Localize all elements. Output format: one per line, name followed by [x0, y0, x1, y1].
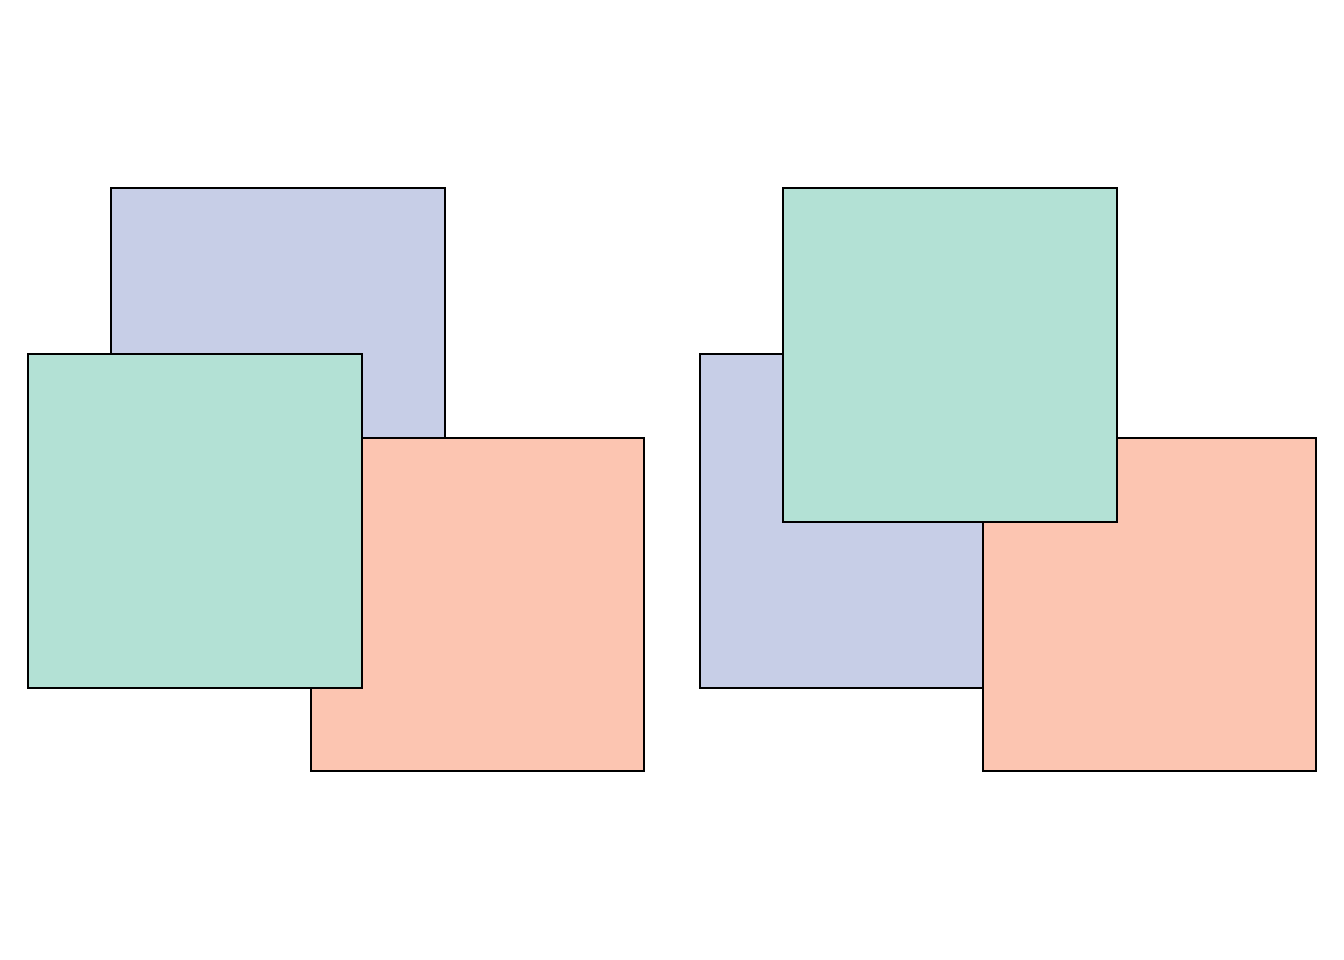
orange-square: [310, 437, 645, 772]
green-square: [782, 187, 1118, 523]
left-panel: [27, 187, 645, 772]
right-panel: [672, 0, 1344, 960]
green-square: [27, 353, 363, 689]
